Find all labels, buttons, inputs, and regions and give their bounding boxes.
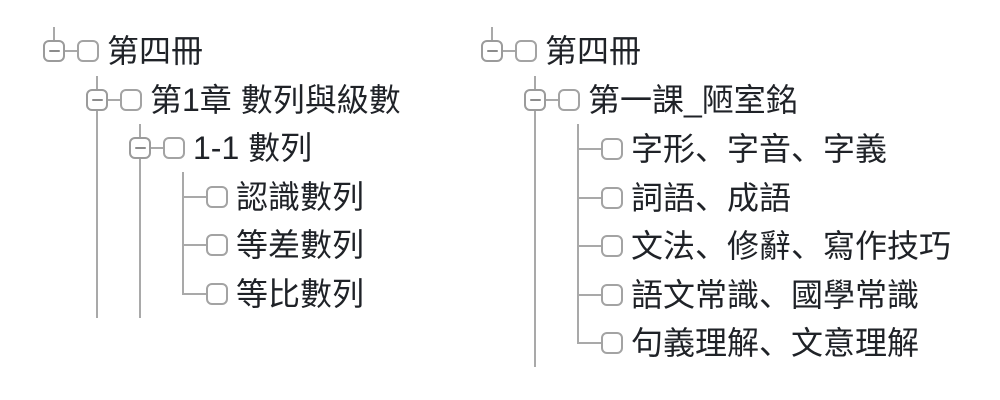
minus-icon xyxy=(134,146,146,150)
tree-node-label[interactable]: 1-1 數列 xyxy=(193,130,313,166)
tree-line-horizontal xyxy=(546,99,558,101)
tree-line-elbow-horizontal xyxy=(182,293,206,295)
tree-line-stub xyxy=(534,76,536,89)
minus-icon xyxy=(486,49,498,53)
collapse-button[interactable] xyxy=(129,137,151,159)
tree-node-label[interactable]: 詞語、成語 xyxy=(631,180,792,216)
tree-line-elbow-vertical xyxy=(182,172,184,295)
node-checkbox[interactable] xyxy=(206,186,228,208)
tree-node-label[interactable]: 第1章 數列與級數 xyxy=(150,82,401,118)
tree-line-elbow-horizontal xyxy=(577,148,601,150)
tree-line-stub-root xyxy=(491,27,493,40)
tree-line-horizontal xyxy=(151,147,163,149)
tree-node-label[interactable]: 字形、字音、字義 xyxy=(631,131,888,167)
collapse-button[interactable] xyxy=(43,40,65,62)
node-checkbox[interactable] xyxy=(163,137,185,159)
tree-line-horizontal xyxy=(108,99,120,101)
tree-line-vertical xyxy=(139,159,141,318)
tree-node-label[interactable]: 句義理解、文意理解 xyxy=(631,325,920,361)
node-checkbox[interactable] xyxy=(601,235,623,257)
tree-line-stub-root xyxy=(53,27,55,40)
tree-line-elbow-horizontal xyxy=(182,244,206,246)
node-checkbox[interactable] xyxy=(601,187,623,209)
tree-line-vertical xyxy=(96,111,98,318)
node-checkbox[interactable] xyxy=(515,40,537,62)
node-checkbox[interactable] xyxy=(77,40,99,62)
tree-line-horizontal xyxy=(65,50,77,52)
node-checkbox[interactable] xyxy=(601,332,623,354)
minus-icon xyxy=(48,49,60,53)
tree-line-stub xyxy=(139,124,141,137)
tree-line-vertical xyxy=(534,111,536,367)
tree-node-label[interactable]: 認識數列 xyxy=(236,179,365,215)
node-checkbox[interactable] xyxy=(206,234,228,256)
node-checkbox[interactable] xyxy=(558,89,580,111)
node-checkbox[interactable] xyxy=(601,138,623,160)
tree-line-horizontal xyxy=(503,50,515,52)
tree-line-elbow-horizontal xyxy=(182,196,206,198)
collapse-button[interactable] xyxy=(86,89,108,111)
collapse-button[interactable] xyxy=(524,89,546,111)
tree-line-elbow-vertical xyxy=(577,124,579,344)
tree-line-elbow-horizontal xyxy=(577,245,601,247)
minus-icon xyxy=(91,98,103,102)
node-checkbox[interactable] xyxy=(206,283,228,305)
tree-node-label[interactable]: 文法、修辭、寫作技巧 xyxy=(631,228,952,264)
collapse-button[interactable] xyxy=(481,40,503,62)
minus-icon xyxy=(529,98,541,102)
node-checkbox[interactable] xyxy=(120,89,142,111)
tree-node-label[interactable]: 第四冊 xyxy=(545,33,642,69)
tree-line-elbow-horizontal xyxy=(577,294,601,296)
tree-node-label[interactable]: 等比數列 xyxy=(236,276,365,312)
tree-node-label[interactable]: 第一課_陋室銘 xyxy=(588,82,798,118)
tree-node-label[interactable]: 第四冊 xyxy=(107,33,204,69)
tree-line-elbow-horizontal xyxy=(577,197,601,199)
tree-line-stub xyxy=(96,76,98,89)
tree-node-label[interactable]: 語文常識、國學常識 xyxy=(631,277,920,313)
tree-line-elbow-horizontal xyxy=(577,342,601,344)
node-checkbox[interactable] xyxy=(601,284,623,306)
tree-node-label[interactable]: 等差數列 xyxy=(236,227,365,263)
